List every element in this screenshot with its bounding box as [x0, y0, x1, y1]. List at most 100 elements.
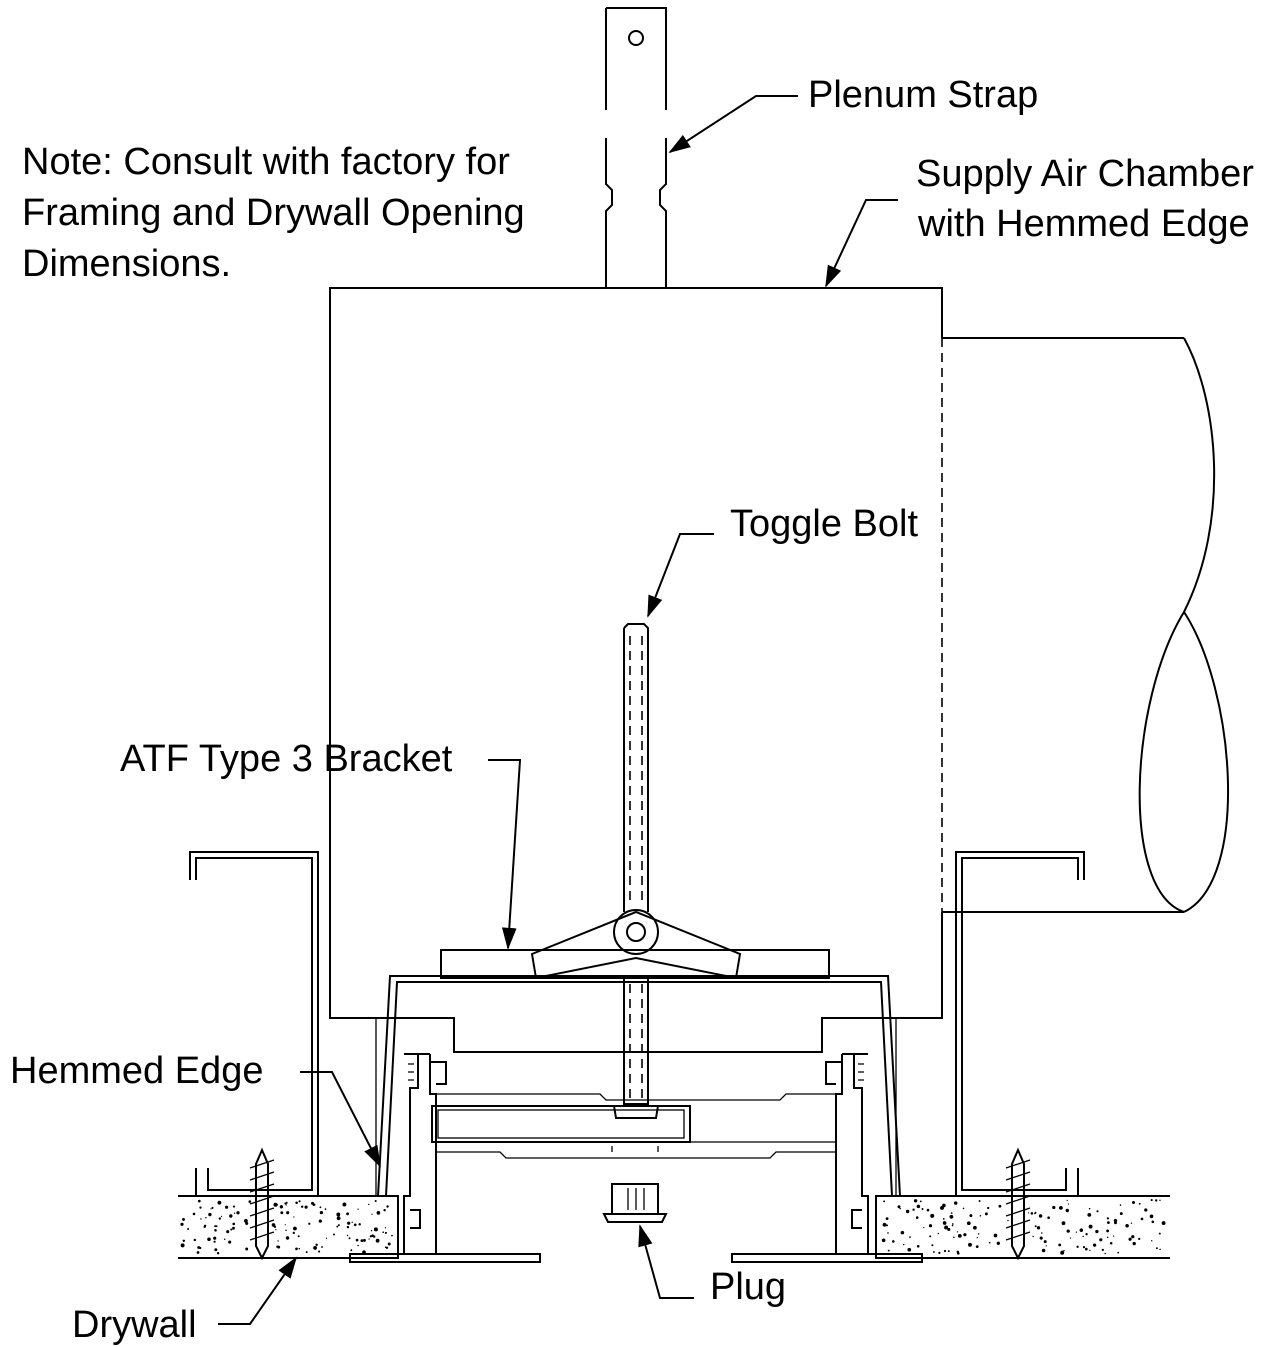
drywall-speck — [218, 1217, 221, 1220]
drywall-speck — [1109, 1242, 1113, 1245]
screw-right — [1005, 1147, 1031, 1261]
drywall-speck — [1069, 1237, 1072, 1239]
label-plug: Plug — [710, 1266, 786, 1308]
drywall-speck — [279, 1205, 284, 1209]
drywall-speck — [956, 1231, 959, 1233]
drywall-speck — [1089, 1249, 1091, 1251]
drywall-speck — [943, 1249, 947, 1253]
drywall-speck — [312, 1204, 315, 1207]
drywall-speck — [885, 1224, 889, 1227]
drywall-speck — [1155, 1199, 1158, 1202]
drywall-speck — [998, 1204, 1002, 1208]
plenum-strap — [605, 7, 667, 288]
drywall-speck — [1138, 1202, 1141, 1205]
drywall-speck — [1161, 1221, 1166, 1226]
drywall-speck — [1096, 1210, 1099, 1213]
drywall-speck — [1058, 1243, 1062, 1247]
drywall-speck — [370, 1229, 373, 1232]
drywall-speck — [1067, 1203, 1070, 1205]
drywall-speck — [284, 1224, 286, 1226]
label-drywall: Drywall — [72, 1304, 197, 1346]
drywall-speck — [957, 1234, 962, 1238]
drywall-speck — [899, 1207, 901, 1210]
drywall-speck — [275, 1229, 277, 1231]
drywall-speck — [305, 1251, 308, 1254]
drywall-speck — [1131, 1200, 1136, 1205]
drywall-speck — [286, 1211, 290, 1215]
drywall-speck — [318, 1219, 322, 1223]
drywall-speck — [1032, 1235, 1034, 1238]
drywall-speck — [216, 1251, 220, 1255]
drywall-speck — [229, 1214, 233, 1218]
note-line-1: Note: Consult with factory for — [22, 141, 510, 183]
drywall-speck — [200, 1218, 202, 1220]
drywall-speck — [226, 1230, 230, 1234]
drywall-speck — [346, 1234, 349, 1237]
drywall-speck — [1034, 1225, 1037, 1228]
drywall-speck — [1088, 1207, 1091, 1210]
drywall-speck — [1038, 1214, 1043, 1218]
drywall-speck — [1066, 1229, 1070, 1233]
drywall-speck — [214, 1248, 218, 1252]
drywall-speck — [1087, 1213, 1092, 1217]
drywall-speck — [358, 1223, 361, 1226]
drywall-speck — [1061, 1221, 1066, 1226]
drywall-speck — [1095, 1229, 1099, 1234]
drywall-speck — [1119, 1204, 1122, 1206]
drywall-speck — [384, 1246, 387, 1249]
drywall-speck — [207, 1237, 211, 1242]
drywall-speck — [1149, 1214, 1154, 1219]
drywall-speck — [318, 1250, 321, 1253]
drywall-speck — [1079, 1228, 1084, 1232]
toggle-bolt — [612, 623, 660, 1119]
side-duct — [942, 337, 1230, 913]
drywall-speck — [346, 1225, 350, 1229]
drywall-speck — [285, 1204, 287, 1206]
drywall-speck — [353, 1223, 357, 1227]
drywall-speck — [220, 1215, 223, 1218]
drywall-speck — [975, 1245, 979, 1248]
drywall-speck — [1144, 1208, 1148, 1212]
drywall-speck — [882, 1222, 887, 1227]
drywall-speck — [1030, 1212, 1034, 1215]
drywall-speck — [950, 1212, 953, 1214]
drywall-speck — [196, 1251, 200, 1254]
drywall-speck — [987, 1206, 990, 1210]
drywall-speck — [197, 1199, 201, 1203]
drywall-speck — [953, 1236, 955, 1239]
label-supply-air-chamber: Supply Air Chamber — [916, 153, 1254, 195]
drywall-speck — [351, 1221, 353, 1224]
screw-left — [249, 1147, 275, 1261]
note-line-3: Dimensions. — [22, 243, 231, 285]
drywall-speck — [346, 1212, 350, 1216]
drywall-speck — [319, 1206, 322, 1209]
drywall-speck — [280, 1211, 284, 1215]
drywall-speck — [1092, 1243, 1097, 1247]
drywall-speck — [374, 1199, 377, 1203]
drywall-speck — [1130, 1222, 1133, 1224]
drywall-speck — [905, 1209, 910, 1214]
drywall-speck — [962, 1207, 965, 1210]
drywall-speck — [892, 1240, 895, 1243]
drywall-speck — [897, 1205, 901, 1209]
label-toggle-bolt: Toggle Bolt — [730, 503, 918, 545]
drywall-speck — [213, 1240, 216, 1243]
drywall-speck — [1128, 1237, 1132, 1241]
drywall-speck — [928, 1224, 933, 1228]
drywall-speck — [348, 1237, 351, 1240]
drywall-speck — [885, 1217, 889, 1221]
drywall-speck — [211, 1206, 214, 1209]
drywall-speck — [180, 1222, 184, 1226]
drywall-speck — [245, 1247, 249, 1251]
drywall-speck — [1075, 1231, 1078, 1233]
drywall-speck — [978, 1200, 981, 1202]
drywall-speck — [357, 1208, 359, 1210]
drywall-speck — [1043, 1240, 1047, 1244]
drywall-speck — [1041, 1232, 1043, 1234]
drywall-speck — [199, 1246, 202, 1250]
drywall-speck — [308, 1222, 311, 1225]
drywall-speck — [187, 1228, 190, 1230]
drywall-speck — [926, 1208, 930, 1212]
drywall-speck — [368, 1203, 370, 1206]
drywall-speck — [298, 1247, 301, 1250]
